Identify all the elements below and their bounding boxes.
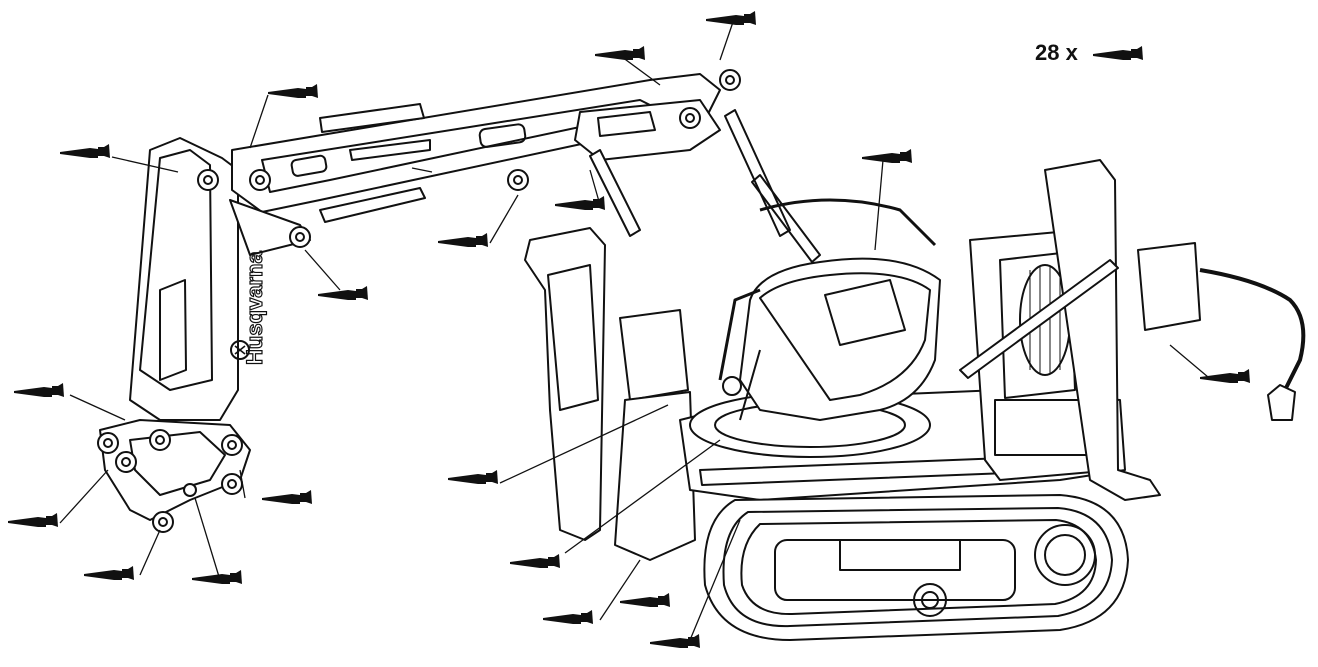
grease-gun-icon [510, 554, 560, 568]
grease-gun-icon [60, 144, 110, 158]
arm-assembly [99, 73, 821, 521]
grease-gun-icon [448, 470, 498, 484]
machine-body [524, 159, 1306, 641]
grease-gun-icon [620, 593, 670, 607]
pivot-pins [97, 69, 742, 533]
grease-gun-icon [268, 84, 318, 98]
grease-gun-icon [595, 46, 645, 60]
grease-gun-icon [862, 149, 912, 163]
grease-gun-icon [543, 610, 593, 624]
grease-gun-icon [84, 566, 134, 580]
grease-gun-icon [262, 490, 312, 504]
grease-gun-icon [14, 383, 64, 397]
quantity-label: 28 x [1035, 40, 1078, 65]
leader-lines [59, 21, 1209, 641]
grease-gun-icon [1200, 369, 1250, 383]
grease-gun-icon [8, 513, 58, 527]
brand-text: Husqvarna [242, 251, 267, 365]
grease-gun-icon [438, 233, 488, 247]
grease-gun-icon [1093, 46, 1143, 60]
brand-logo [230, 340, 250, 360]
grease-gun-icon [650, 634, 700, 648]
grease-gun-icon [318, 286, 368, 300]
grease-gun-icon [706, 11, 756, 25]
